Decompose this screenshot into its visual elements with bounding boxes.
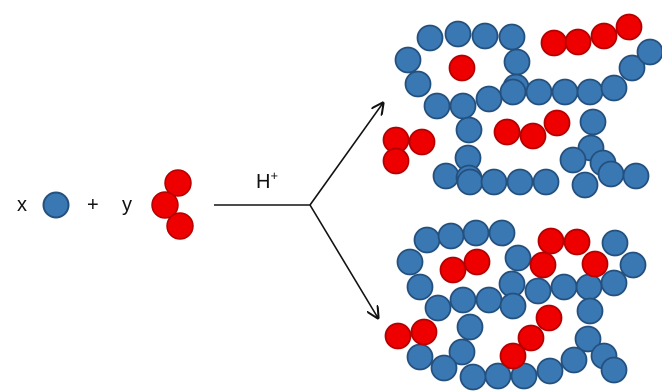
red-monomer [540,29,568,57]
red-monomer [590,22,618,50]
red-monomer [448,54,476,82]
plus-sign: + [87,194,99,216]
red-monomer [463,248,491,276]
blue-monomer [455,116,483,144]
red-monomer [439,256,467,284]
blue-monomer [475,85,503,113]
blue-monomer [579,108,607,136]
blue-monomer [601,229,629,257]
blue-monomer [636,38,662,66]
blue-monomer [622,162,650,190]
red-monomer [564,28,592,56]
blue-monomer [406,273,434,301]
blue-monomer [550,273,578,301]
blue-monomer [480,168,508,196]
blue-monomer [430,354,458,382]
blue-monomer [471,22,499,50]
blue-monomer [571,171,599,199]
blue-monomer [536,357,564,385]
blue-monomer [456,313,484,341]
red-monomer [529,251,557,279]
blue-monomer [449,286,477,314]
blue-monomer [448,338,476,366]
blue-monomer [504,244,532,272]
blue-monomer [600,356,628,384]
blue-monomer [416,24,444,52]
blue-monomer [576,297,604,325]
red-monomer [384,322,412,350]
coefficient-x: x [17,194,27,216]
red-monomer [519,122,547,150]
blue-monomer [551,78,579,106]
blue-monomer [394,46,422,74]
red-monomer [499,342,527,370]
blue-monomer [484,362,512,390]
blue-monomer [503,48,531,76]
blue-monomer [524,277,552,305]
blue-monomer [560,346,588,374]
red-monomer [410,318,438,346]
blue-monomer [575,273,603,301]
red-monomer [543,109,571,137]
blue-monomer [499,292,527,320]
reaction-arrows [214,103,383,318]
red-monomer [408,128,436,156]
blue-monomer [475,286,503,314]
blue-monomer [432,162,460,190]
red-monomer [517,324,545,352]
red-dimer-icon [151,169,194,240]
blue-monomer [559,146,587,174]
blue-monomer [444,20,472,48]
red-monomer [535,304,563,332]
blue-monomer [423,92,451,120]
lower-arrow [309,204,378,318]
upper-arrow [309,103,383,206]
red-monomer [581,250,609,278]
blue-monomer [600,74,628,102]
blue-monomer [449,92,477,120]
blue-monomer [576,78,604,106]
blue-monomer [525,78,553,106]
blue-monomer [488,219,516,247]
blue-monomer-icon [42,191,70,219]
red-monomer [493,118,521,146]
product-structure-top [382,13,662,199]
blue-monomer [532,168,560,196]
blue-monomer [437,222,465,250]
blue-monomer [600,269,628,297]
condition-label: H+ [256,168,278,193]
blue-monomer [456,168,484,196]
red-monomer [563,228,591,256]
blue-monomer [618,54,646,82]
blue-monomer [462,219,490,247]
blue-monomer [406,343,434,371]
red-monomer [382,147,410,175]
blue-monomer [506,168,534,196]
blue-monomer [404,70,432,98]
red-monomer [615,13,643,41]
red-monomer [537,227,565,255]
blue-monomer [413,226,441,254]
blue-monomer [396,248,424,276]
blue-monomer [424,294,452,322]
blue-monomer [597,160,625,188]
blue-monomer [498,23,526,51]
coefficient-y: y [122,194,132,216]
product-structure-bottom [384,219,647,391]
blue-monomer [574,325,602,353]
blue-monomer [459,363,487,391]
blue-monomer [619,251,647,279]
blue-monomer [499,78,527,106]
